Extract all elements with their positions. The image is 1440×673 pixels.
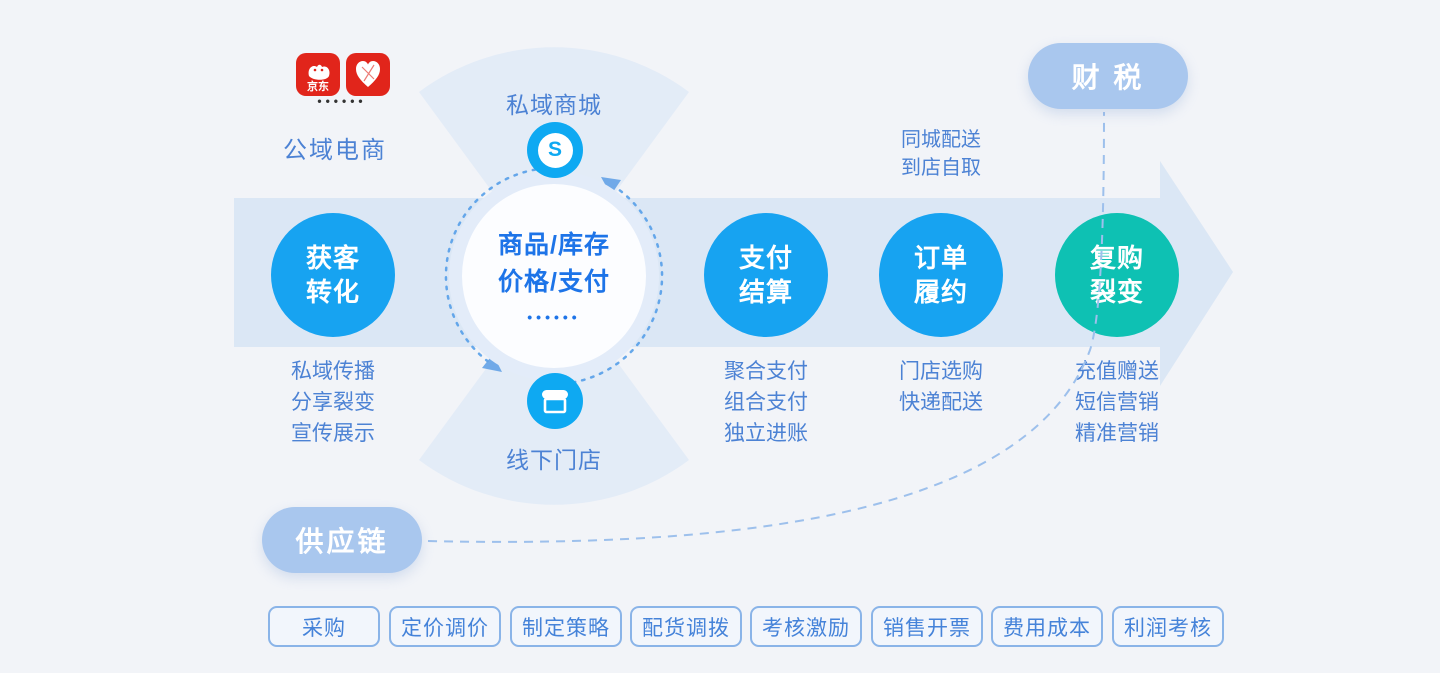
note-item: 充值赠送 — [1075, 360, 1159, 383]
note-item: 分享裂变 — [291, 391, 375, 414]
apps-ellipsis: •••••• — [317, 94, 367, 108]
store-icon — [527, 373, 583, 429]
supply-button-allocation[interactable]: 配货调拨 — [630, 606, 742, 647]
offline-store-label: 线下门店 — [506, 447, 602, 473]
fiscal-pill: 财 税 — [1028, 43, 1188, 109]
note-item: 独立进账 — [724, 422, 808, 445]
step-circle-fulfillment: 订单 履约 — [879, 213, 1003, 337]
note-item: 快递配送 — [899, 391, 983, 414]
supply-button-invoicing[interactable]: 销售开票 — [871, 606, 983, 647]
note-item: 组合支付 — [724, 391, 808, 414]
public-ecommerce-apps: 京东 — [296, 53, 390, 96]
step-circle-payment: 支付 结算 — [704, 213, 828, 337]
core-line-1: 商品/库存 — [498, 231, 610, 259]
note-item: 私域传播 — [291, 360, 375, 383]
step-title-line: 复购 — [1089, 243, 1144, 273]
supply-button-assessment[interactable]: 考核激励 — [750, 606, 862, 647]
step-title-line: 结算 — [738, 277, 793, 307]
note-item: 宣传展示 — [291, 422, 375, 445]
fulfillment-notes: 门店选购 快递配送 — [861, 356, 1021, 418]
jd-app-label: 京东 — [307, 79, 329, 93]
note-item: 到店自取 — [901, 157, 981, 179]
step-title-line: 裂变 — [1089, 277, 1144, 307]
note-item: 精准营销 — [1075, 422, 1159, 445]
supply-button-strategy[interactable]: 制定策略 — [510, 606, 622, 647]
supply-button-profit-review[interactable]: 利润考核 — [1112, 606, 1224, 647]
miniprogram-glyph: S — [537, 132, 573, 168]
jd-app-icon: 京东 — [296, 53, 340, 96]
step-title-line: 订单 — [913, 243, 968, 273]
payment-notes: 聚合支付 组合支付 独立进账 — [686, 356, 846, 449]
pinduoduo-app-icon — [346, 53, 390, 96]
step-title-line: 获客 — [305, 243, 360, 273]
repurchase-notes: 充值赠送 短信营销 精准营销 — [1037, 356, 1197, 449]
note-item: 同城配送 — [901, 129, 981, 151]
fulfillment-notes-above: 同城配送 到店自取 — [861, 126, 1021, 182]
step-title-line: 转化 — [305, 277, 360, 307]
supply-button-pricing[interactable]: 定价调价 — [389, 606, 501, 647]
note-item: 短信营销 — [1075, 391, 1159, 414]
supply-button-procurement[interactable]: 采购 — [268, 606, 380, 647]
acquisition-notes: 私域传播 分享裂变 宣传展示 — [253, 356, 413, 449]
note-item: 聚合支付 — [724, 360, 808, 383]
step-title-line: 履约 — [913, 277, 968, 307]
miniprogram-icon: S — [527, 122, 583, 178]
note-item: 门店选购 — [899, 360, 983, 383]
public-ecommerce-label: 公域电商 — [283, 137, 387, 164]
supply-button-cost[interactable]: 费用成本 — [991, 606, 1103, 647]
step-circle-repurchase: 复购 裂变 — [1055, 213, 1179, 337]
core-circle: 商品/库存 价格/支付 •••••• — [462, 184, 646, 368]
step-title-line: 支付 — [738, 243, 793, 273]
core-ellipsis: •••••• — [527, 309, 581, 325]
private-mall-label: 私域商城 — [506, 92, 602, 118]
supply-chain-pill: 供应链 — [262, 507, 422, 573]
step-circle-acquisition: 获客 转化 — [271, 213, 395, 337]
core-line-2: 价格/支付 — [498, 268, 610, 296]
